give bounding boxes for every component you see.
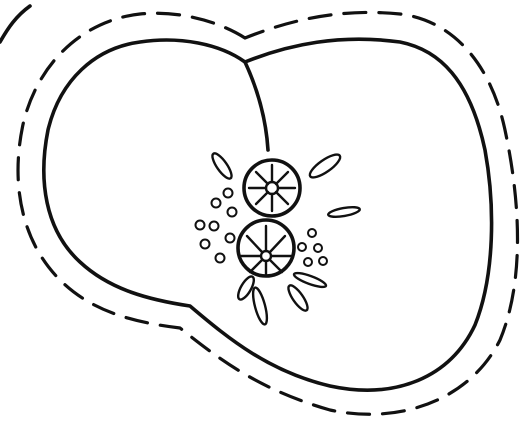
leaf-icon	[250, 286, 269, 325]
dot-icon	[210, 222, 219, 231]
dot-icon	[319, 257, 327, 265]
dot-icon	[224, 189, 233, 198]
dot-icon	[226, 234, 235, 243]
dot-icon	[228, 208, 237, 217]
dot-icon	[304, 258, 312, 266]
leaf-icon	[328, 205, 361, 218]
leaf-icon	[293, 270, 328, 289]
dot-icon	[314, 244, 322, 252]
dot-icon	[196, 221, 205, 230]
dot-icon	[201, 240, 210, 249]
leaf-icon	[307, 151, 343, 181]
outer-dashed-outline	[18, 12, 517, 414]
dot-icon	[298, 243, 306, 251]
corner-stroke	[0, 6, 30, 42]
upper-flower-petals	[249, 165, 295, 211]
dot-icon	[308, 229, 316, 237]
leaf-icon	[285, 283, 310, 313]
dot-icon	[212, 199, 221, 208]
lower-flower	[238, 220, 294, 276]
dot-icon	[216, 254, 225, 263]
center-vein	[245, 62, 268, 150]
upper-flower	[244, 160, 300, 216]
leaf-icon	[209, 151, 234, 181]
